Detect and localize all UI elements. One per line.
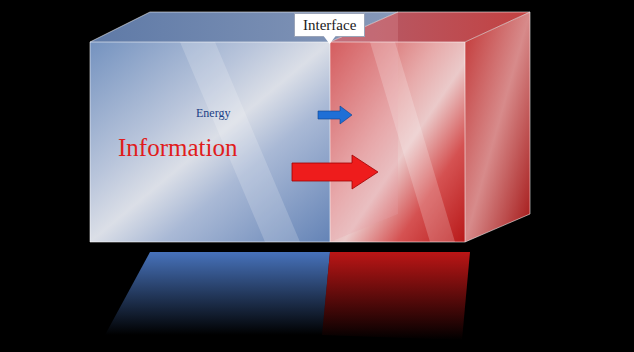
callout-box: Interface (294, 13, 365, 37)
callout-text: Interface (303, 16, 356, 34)
energy-label: Energy (196, 106, 230, 121)
information-label: Information (118, 134, 237, 162)
